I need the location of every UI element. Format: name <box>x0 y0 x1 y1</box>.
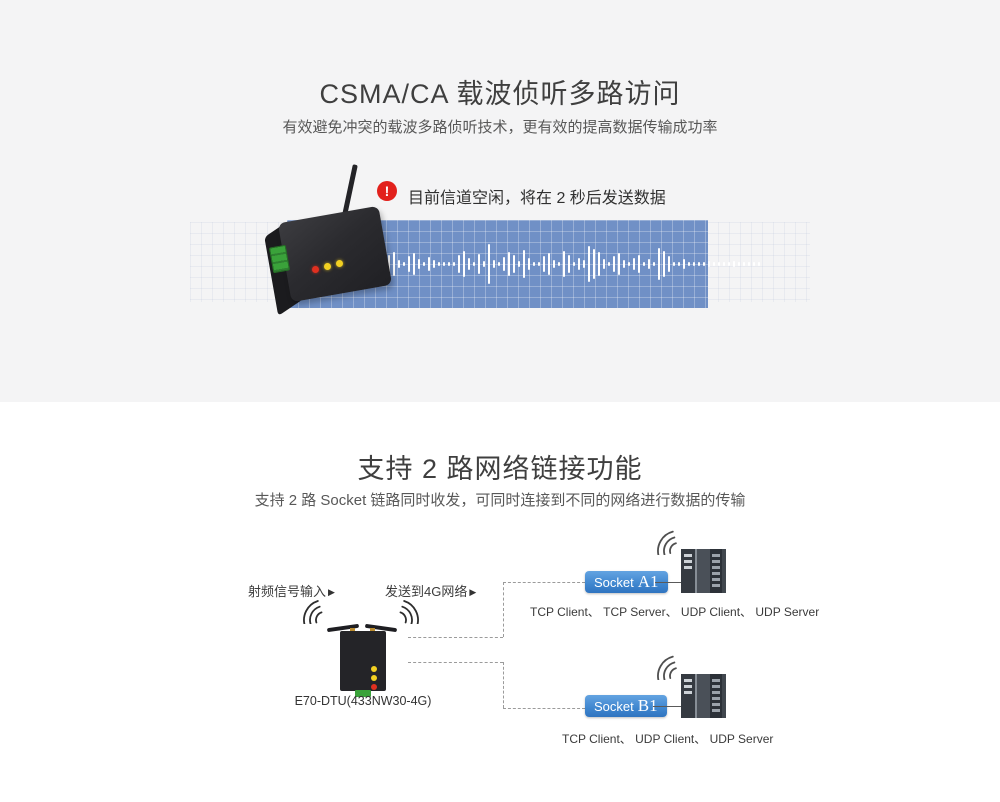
right-arrow-icon: ▶ <box>469 587 477 597</box>
signal-waves-right-icon <box>399 600 419 624</box>
socket-title: 支持 2 路网络链接功能 <box>357 454 643 484</box>
csma-subtitle: 有效避免冲突的载波多路侦听技术，更有效的提高数据传输成功率 <box>282 119 718 136</box>
socket-subtitle: 支持 2 路 Socket 链路同时收发，可同时连接到不同的网络进行数据的传输 <box>254 492 746 509</box>
connector-line-a <box>655 582 681 583</box>
device-caption: E70-DTU(433NW30-4G) <box>294 694 432 708</box>
right-arrow-icon: ▶ <box>328 587 335 597</box>
exclamation-icon: ! <box>377 181 397 201</box>
terminal-connector <box>355 690 371 697</box>
signal-waves-left-icon <box>303 600 323 624</box>
dashed-connector-a <box>408 637 503 638</box>
dashed-connector-a <box>503 582 504 637</box>
csma-title: CSMA/CA 载波侦听多路访问 <box>319 79 681 109</box>
socket-a-modes: TCP Client、 TCP Server、 UDP Client、 UDP … <box>530 605 820 619</box>
led-red <box>371 684 377 690</box>
dashed-connector-b <box>503 708 585 709</box>
dashed-connector-b <box>503 662 504 708</box>
socket-section <box>0 402 1000 802</box>
wifi-signal-icon <box>657 655 677 680</box>
dtu-device-illustration <box>258 158 428 318</box>
led-red <box>312 266 319 273</box>
rf-input-label: 射频信号输入▶ <box>248 584 335 599</box>
wifi-signal-icon <box>657 530 677 555</box>
led-yellow <box>324 263 331 270</box>
send-4g-label: 发送到4G网络▶ <box>385 584 477 599</box>
led-yellow <box>336 260 343 267</box>
dashed-connector-a <box>503 582 585 583</box>
dashed-connector-b <box>408 662 503 663</box>
device-body <box>277 205 393 303</box>
channel-status-text: 目前信道空闲，将在 2 秒后发送数据 <box>408 190 666 207</box>
socket-b-modes: TCP Client、 UDP Client、 UDP Server <box>562 732 774 746</box>
csma-section: CSMA/CA 载波侦听多路访问 有效避免冲突的载波多路侦听技术，更有效的提高数… <box>0 0 1000 402</box>
server-b-icon <box>681 674 726 718</box>
waveform <box>383 220 768 308</box>
server-a-icon <box>681 549 726 593</box>
led-yellow <box>371 666 377 672</box>
led-yellow <box>371 675 377 681</box>
dtu-device <box>340 631 386 691</box>
connector-line-b <box>653 706 681 707</box>
